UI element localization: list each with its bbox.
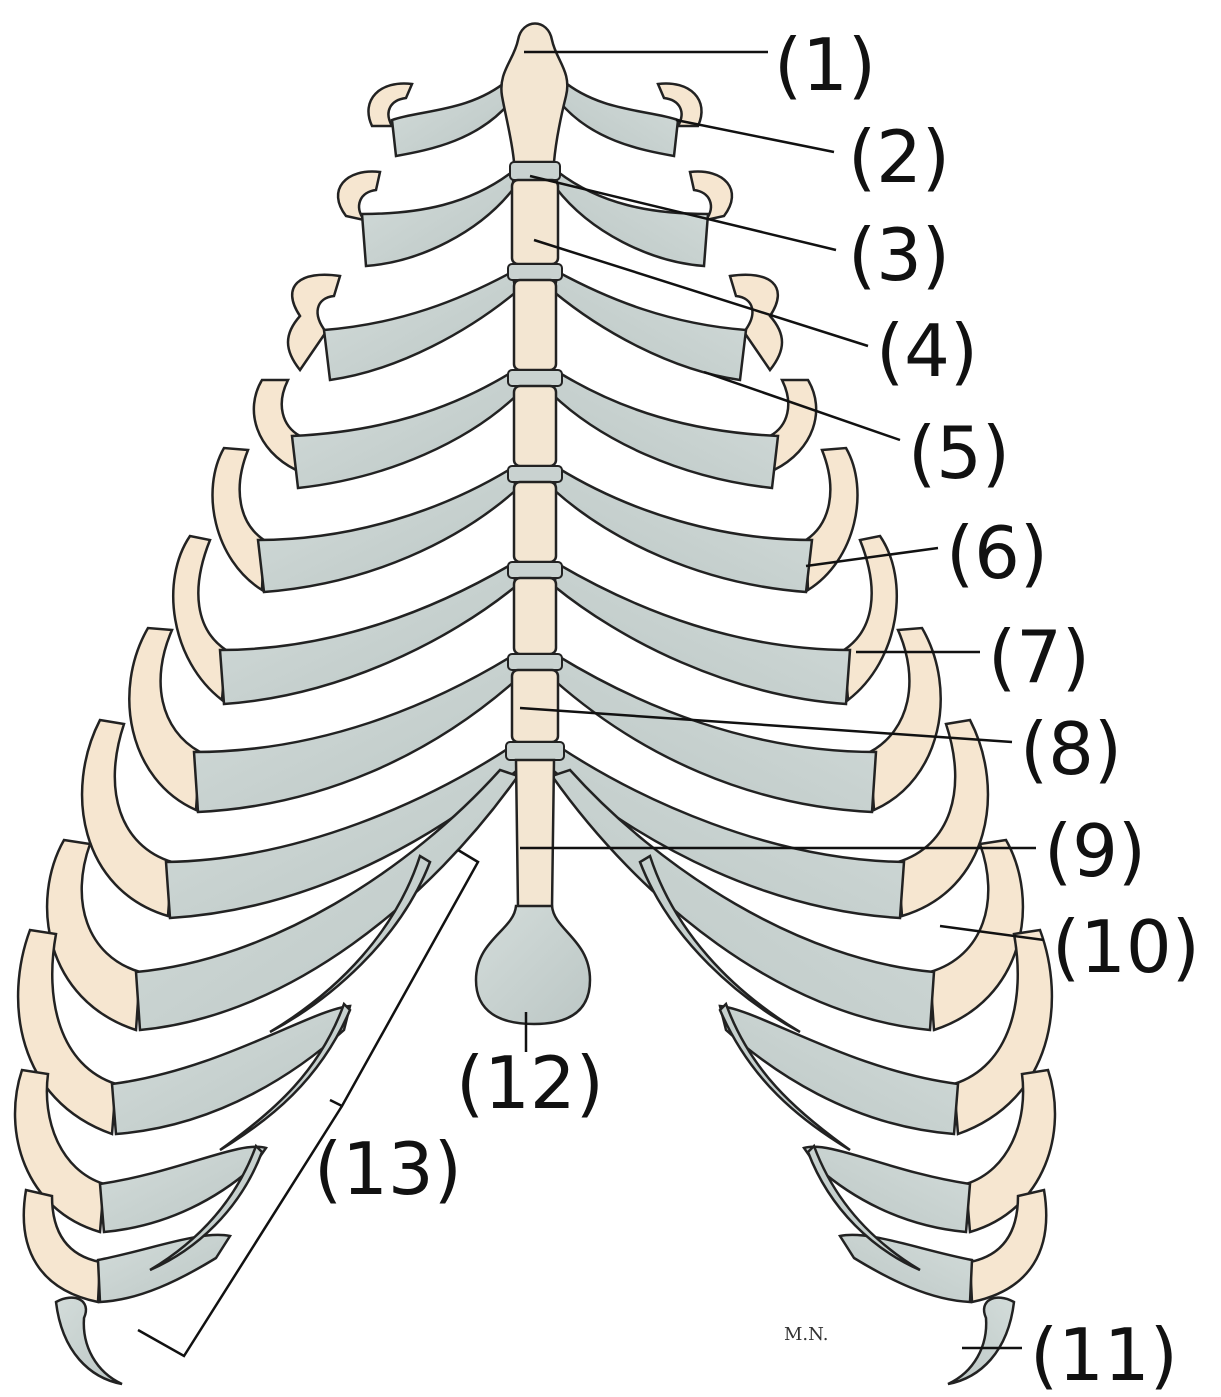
artist-signature: M.N. xyxy=(784,1324,828,1345)
label-6: (6) xyxy=(946,511,1048,595)
rib-1-right xyxy=(558,80,702,156)
manubrium xyxy=(501,24,567,163)
sternebra-5 xyxy=(514,578,556,654)
right-ribs xyxy=(550,80,1055,1384)
label-11: (11) xyxy=(1030,1313,1178,1397)
rib-1-left xyxy=(368,80,512,156)
rib-2-left xyxy=(338,172,514,266)
label-13: (13) xyxy=(314,1127,462,1211)
rib-3-left xyxy=(288,272,516,380)
label-1: (1) xyxy=(774,23,876,107)
sternebra-1 xyxy=(512,180,558,264)
rib-3-right xyxy=(554,272,782,380)
label-8: (8) xyxy=(1020,707,1122,791)
label-9: (9) xyxy=(1044,809,1146,893)
sternebra-6 xyxy=(512,670,558,742)
label-5: (5) xyxy=(908,411,1010,495)
rib-4-left xyxy=(254,372,518,488)
label-4: (4) xyxy=(876,309,978,393)
sternebra-3 xyxy=(514,386,556,466)
label-2: (2) xyxy=(848,115,950,199)
label-3: (3) xyxy=(848,213,950,297)
xiphoid-process xyxy=(516,760,554,908)
sternebra-4 xyxy=(514,482,556,562)
sternebra-2 xyxy=(514,280,556,370)
xiphoid-cartilage xyxy=(476,906,590,1024)
rib-4-right xyxy=(552,372,816,488)
sternum xyxy=(476,24,590,1025)
label-10: (10) xyxy=(1052,905,1200,989)
label-7: (7) xyxy=(988,615,1090,699)
leader-2 xyxy=(676,120,834,152)
label-12: (12) xyxy=(456,1041,604,1125)
